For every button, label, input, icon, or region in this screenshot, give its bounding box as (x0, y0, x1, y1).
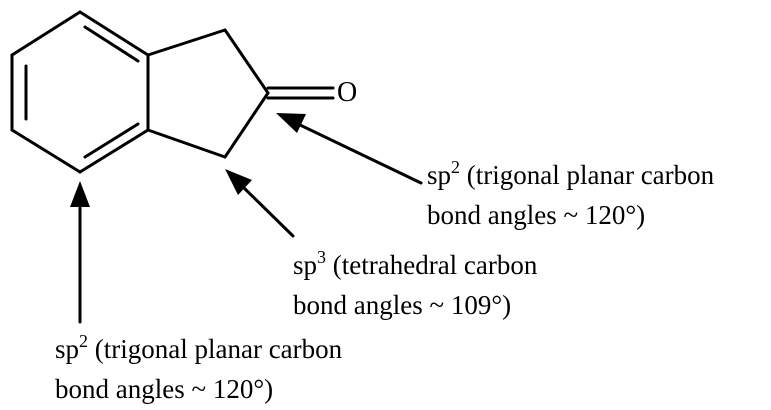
label-aromatic-superscript: 2 (79, 331, 89, 351)
bond-c2-c3 (223, 91, 270, 159)
label-methylene-text: (tetrahedral carbon (326, 250, 538, 280)
arrow-carbonyl (276, 113, 423, 185)
label-carbonyl-text: (trigonal planar carbon (460, 160, 715, 190)
label-aromatic-line2: bond angles ~ 120°) (55, 374, 274, 404)
bond-c1-c2 (223, 28, 270, 95)
label-carbonyl-line1: sp2 (trigonal planar carbon (427, 157, 715, 195)
label-methylene-line1: sp3 (tetrahedral carbon (293, 247, 538, 285)
bond-ring-top (10, 10, 82, 57)
cyclopentanone-ring (146, 28, 270, 159)
bond-ring-bottom-right (78, 128, 150, 174)
bond-c1-top (146, 28, 227, 57)
arrow-aromatic (70, 181, 90, 324)
bond-ring-double-top (83, 25, 140, 63)
oxygen-atom: O (337, 77, 358, 108)
arrow-methylene (225, 169, 295, 238)
label-methylene-line2: bond angles ~ 109°) (293, 290, 512, 320)
benzene-ring (10, 10, 150, 174)
label-aromatic-line1: sp2 (trigonal planar carbon (55, 331, 343, 369)
label-methylene-hybrid: sp (293, 250, 318, 280)
bond-c3-bottom (146, 128, 227, 159)
bond-ring-top-right (78, 10, 150, 57)
label-aromatic-text: (trigonal planar carbon (88, 334, 343, 364)
bond-ring-bottom-left (10, 128, 82, 174)
bond-ring-double-bottom (83, 122, 140, 159)
label-carbonyl-superscript: 2 (451, 157, 461, 177)
label-carbonyl-hybrid: sp (427, 160, 452, 190)
label-methylene-superscript: 3 (317, 247, 327, 267)
carbonyl-bond (266, 86, 335, 100)
label-aromatic-hybrid: sp (55, 334, 80, 364)
label-carbonyl-line2: bond angles ~ 120°) (427, 200, 646, 230)
